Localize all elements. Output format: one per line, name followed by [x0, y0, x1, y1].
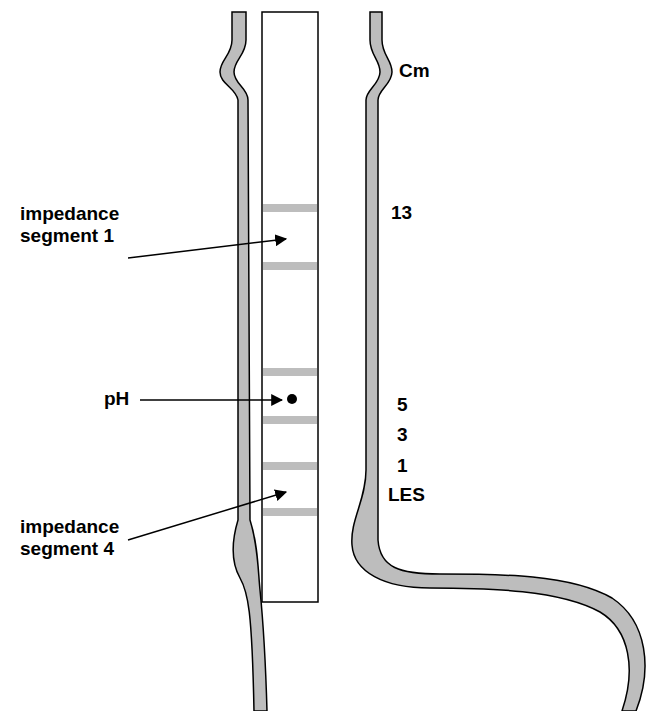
position-number: 3 — [397, 424, 417, 446]
position-number: 13 — [391, 202, 421, 224]
leader-arrows — [128, 239, 286, 540]
anatomy-label: LES — [388, 484, 438, 506]
catheter — [262, 12, 318, 602]
ph-sensor — [287, 394, 297, 404]
part-label: pH — [104, 388, 144, 410]
anatomy-label: Cm — [399, 60, 439, 82]
position-number: 1 — [397, 455, 417, 477]
left-esophageal-wall — [220, 12, 267, 711]
position-number: 5 — [397, 394, 417, 416]
part-label: impedance segment 4 — [20, 516, 150, 560]
right-wall-and-stomach — [352, 12, 645, 711]
part-label: impedance segment 1 — [20, 203, 150, 247]
impedance-rings — [263, 204, 317, 516]
